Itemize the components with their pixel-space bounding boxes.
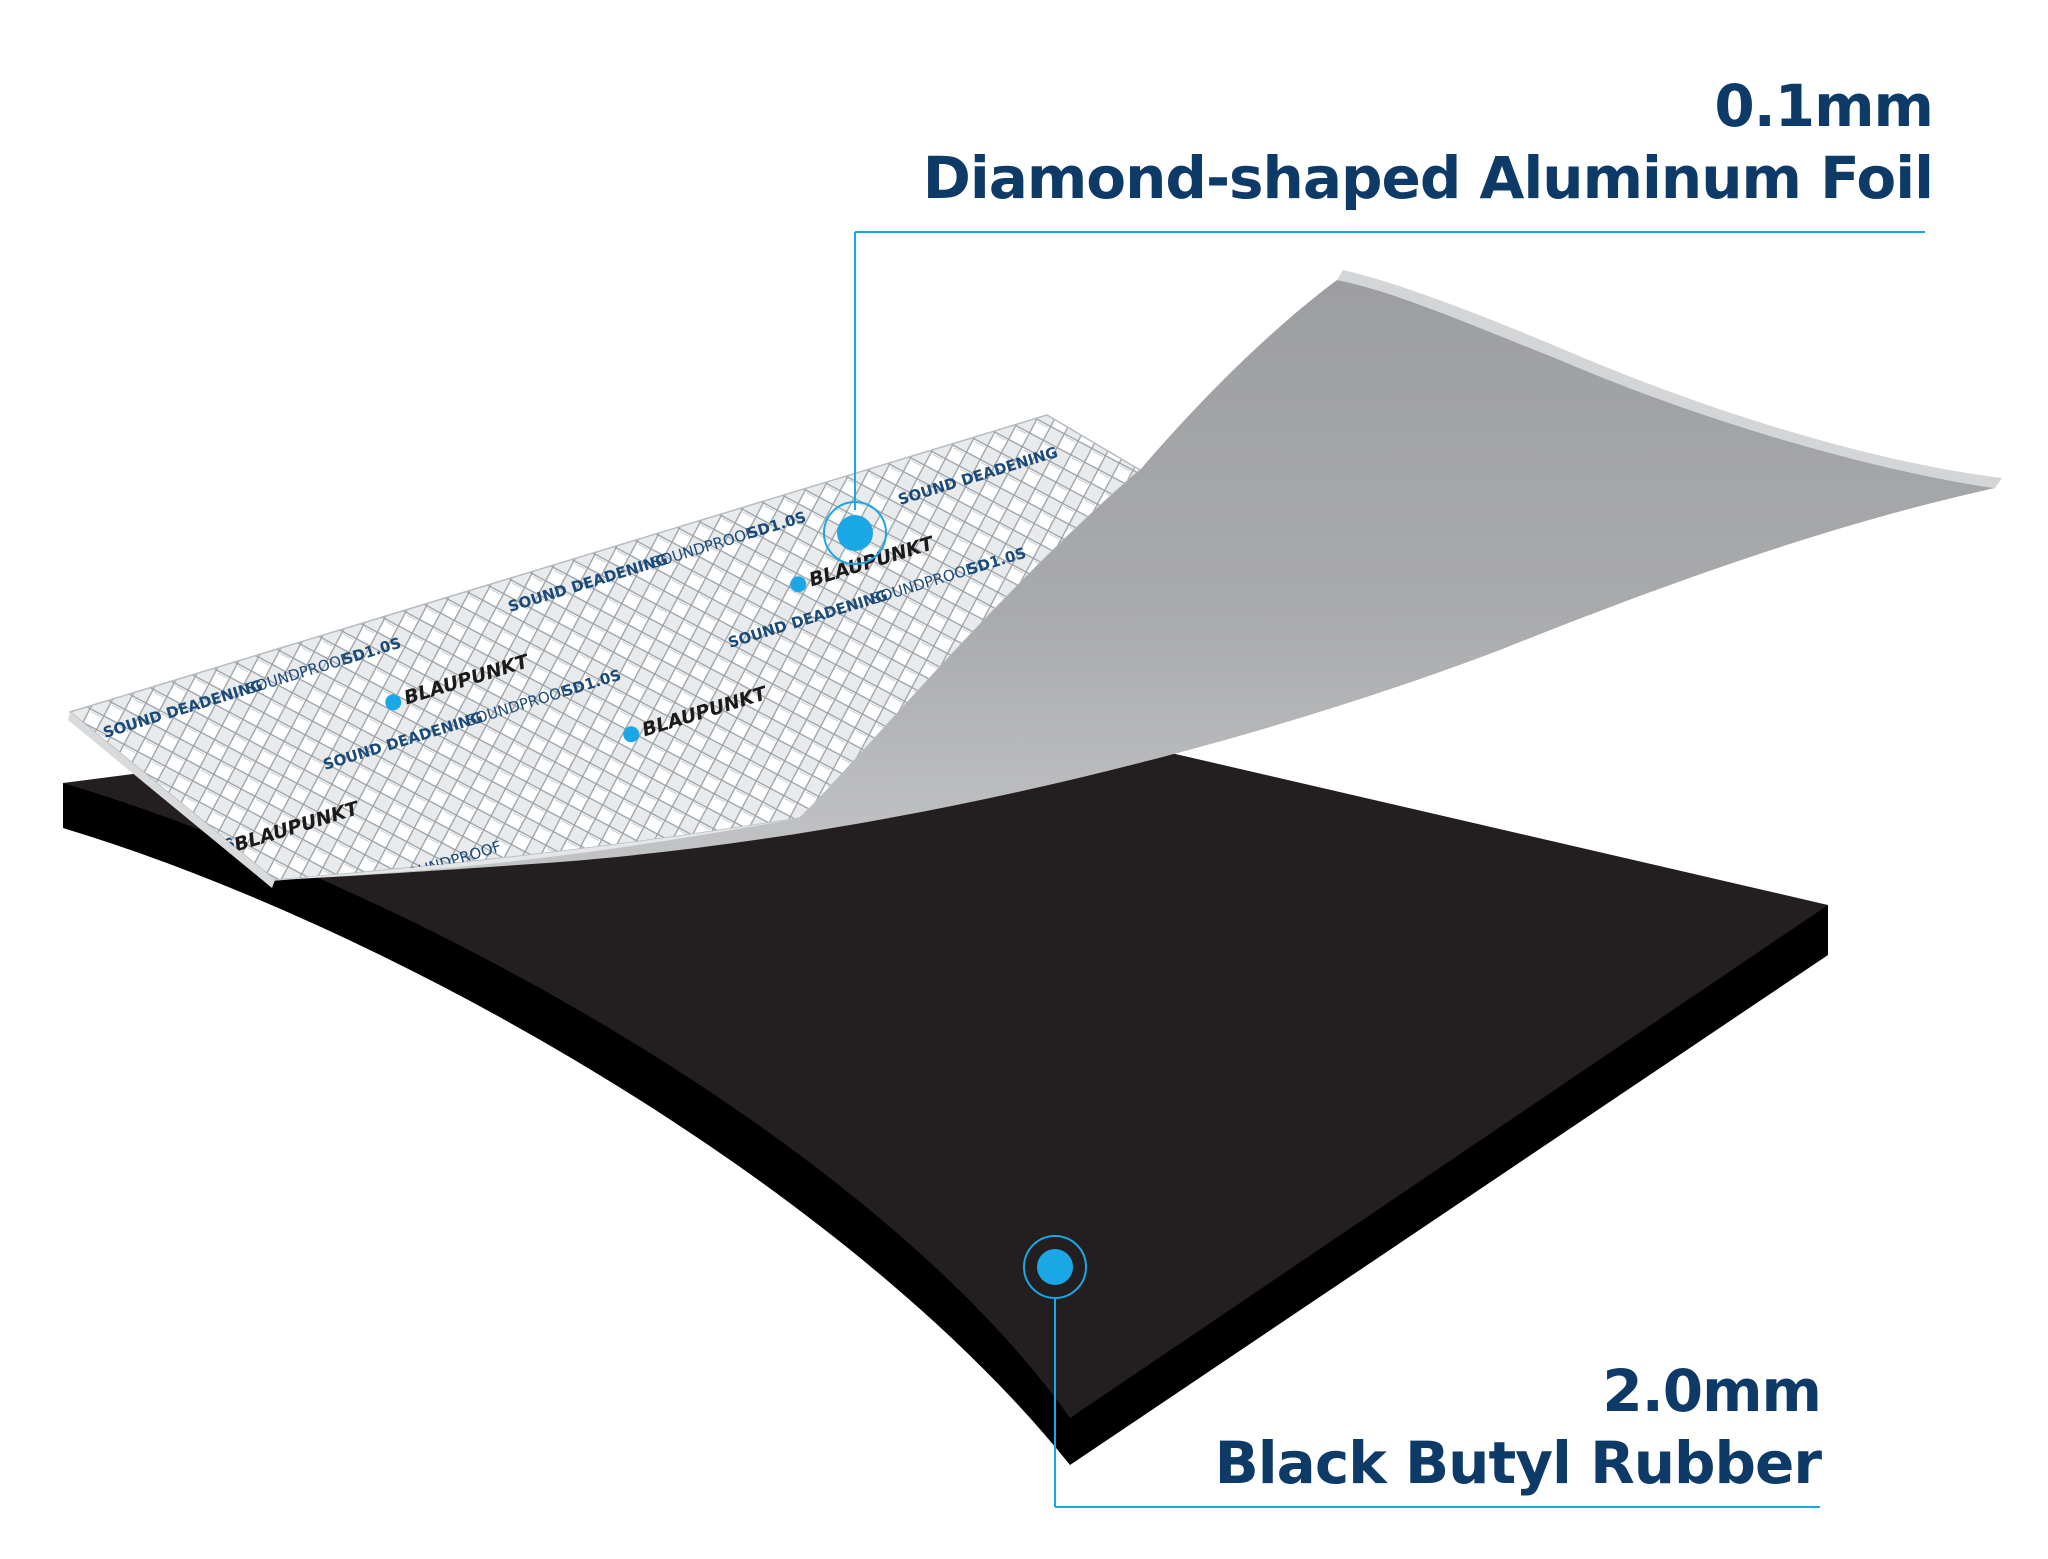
rubber-callout-dot [1037,1249,1073,1285]
foil-label: 0.1mm Diamond-shaped Aluminum Foil [922,70,1934,214]
rubber-thickness: 2.0mm [1602,1357,1822,1425]
rubber-label: 2.0mm Black Butyl Rubber [1214,1355,1822,1499]
foil-peel-back [275,280,1995,880]
foil-callout-ring [823,501,887,565]
rubber-name: Black Butyl Rubber [1214,1429,1822,1497]
foil-thickness: 0.1mm [1714,72,1934,140]
foil-peel-edge [1337,270,2002,488]
foil-callout-dot [837,515,873,551]
foil-name: Diamond-shaped Aluminum Foil [922,144,1934,212]
